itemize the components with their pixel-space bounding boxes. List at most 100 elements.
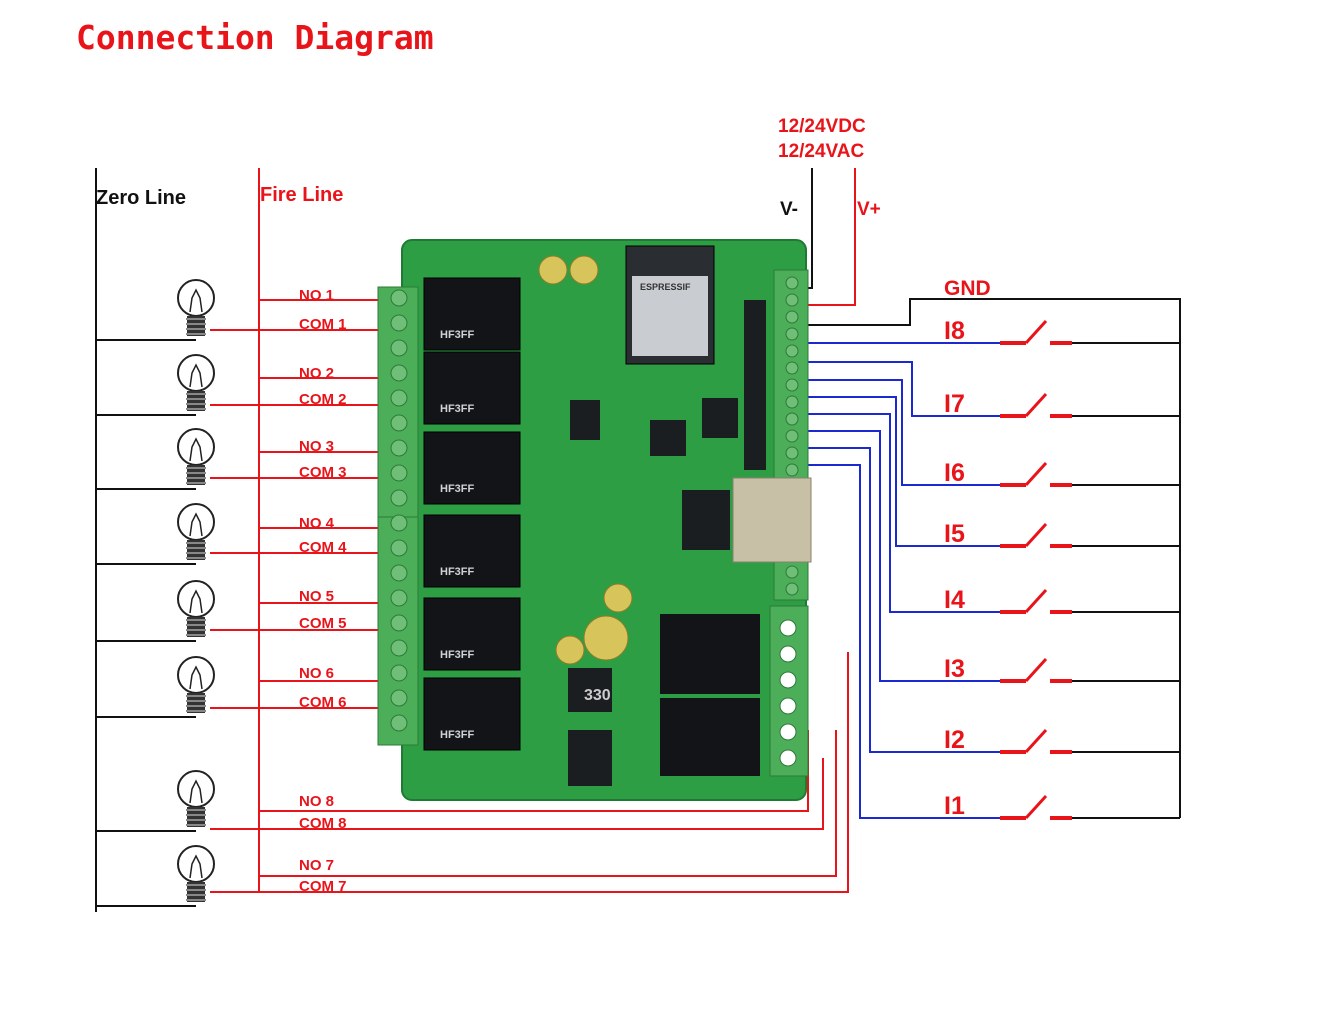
relay-no-label: NO 3 xyxy=(299,438,334,455)
ic-chip xyxy=(682,490,730,550)
esp-shield xyxy=(632,276,708,356)
ethernet-jack xyxy=(732,477,812,563)
bulb-filament xyxy=(189,437,203,462)
terminal-screw xyxy=(779,671,797,689)
bulb-glass xyxy=(177,503,215,541)
bulb-filament xyxy=(189,363,203,388)
input-wire xyxy=(808,447,1000,753)
bulb-thread xyxy=(186,819,206,821)
terminal-screw xyxy=(785,429,799,443)
input-label: I8 xyxy=(944,317,965,345)
terminal-screw xyxy=(390,589,408,607)
input-wire xyxy=(808,361,1000,417)
switch-blade xyxy=(1024,794,1048,820)
capacitor xyxy=(538,255,568,285)
bulb-filament xyxy=(189,288,203,313)
relay-model-label: HF3FF xyxy=(440,483,475,495)
bulb-thread xyxy=(186,705,206,707)
bulb-base xyxy=(187,617,205,637)
bulb-thread xyxy=(186,467,206,469)
bulb-icon xyxy=(177,656,215,713)
relay-com-label: COM 7 xyxy=(299,878,347,895)
no-wire xyxy=(259,730,837,877)
bulb-thread xyxy=(186,398,206,400)
bulb-thread xyxy=(186,700,206,702)
bulb-glass xyxy=(177,580,215,618)
bulb-thread xyxy=(186,552,206,554)
bulb-thread xyxy=(186,824,206,826)
relay-model-label: HF3FF xyxy=(440,566,475,578)
ic-chip xyxy=(570,400,600,440)
input-wire xyxy=(808,396,1000,547)
bulb-thread xyxy=(186,542,206,544)
com-wire xyxy=(210,652,849,893)
capacitor xyxy=(569,255,599,285)
bulb-base xyxy=(187,807,205,827)
bulb-filament xyxy=(189,779,203,804)
switch-blade xyxy=(1024,522,1048,548)
input-label: I3 xyxy=(944,655,965,683)
switch-blade xyxy=(1024,461,1048,487)
com-wire xyxy=(210,758,824,830)
relay-no-label: NO 2 xyxy=(299,365,334,382)
terminal-screw xyxy=(785,293,799,307)
diagram-title: Connection Diagram xyxy=(76,18,434,57)
relay-module xyxy=(423,677,521,751)
bulb-thread xyxy=(186,809,206,811)
relay-model-label: HF3FF xyxy=(440,329,475,341)
bulb-thread xyxy=(186,403,206,405)
bulb-thread xyxy=(186,619,206,621)
bulb-thread xyxy=(186,899,206,901)
switch-blade xyxy=(1024,319,1048,345)
relay-no-label: NO 8 xyxy=(299,793,334,810)
bulb-filament xyxy=(189,854,203,879)
bulb-icon xyxy=(177,580,215,637)
bulb-thread xyxy=(186,408,206,410)
input-label: I2 xyxy=(944,726,965,754)
bulb-base xyxy=(187,391,205,411)
bulb-thread xyxy=(186,695,206,697)
inductor-label: 330 xyxy=(584,687,611,704)
gnd-wire xyxy=(808,298,1181,818)
bulb-filament xyxy=(189,589,203,614)
zero-line-label: Zero Line xyxy=(96,187,186,209)
relay-com-label: COM 3 xyxy=(299,464,347,481)
v-minus-label: V- xyxy=(780,199,798,220)
bulb-icon xyxy=(177,503,215,560)
bulb-thread xyxy=(186,634,206,636)
input-label: I7 xyxy=(944,390,965,418)
v-plus-label: V+ xyxy=(857,199,881,220)
bulb-thread xyxy=(186,710,206,712)
relay-board: HF3FFHF3FFHF3FFHF3FFHF3FFHF3FFESPRESSIF3… xyxy=(377,239,812,801)
bulb-base xyxy=(187,465,205,485)
terminal-screw xyxy=(779,645,797,663)
terminal-screw xyxy=(785,276,799,290)
power-ac-label: 12/24VAC xyxy=(778,141,865,162)
bulb-thread xyxy=(186,333,206,335)
relay-com-label: COM 2 xyxy=(299,391,347,408)
bulb-icon xyxy=(177,845,215,902)
bulb-filament xyxy=(189,512,203,537)
bulb-thread xyxy=(186,323,206,325)
switch-blade xyxy=(1024,657,1048,683)
bulb-thread xyxy=(186,482,206,484)
bulb-icon xyxy=(177,354,215,411)
power-dc-label: 12/24VDC xyxy=(778,116,866,137)
input-switches xyxy=(1000,319,1072,820)
terminal-screw xyxy=(390,439,408,457)
ic-chip xyxy=(650,420,686,456)
bulb-icon xyxy=(177,428,215,485)
relay-com-label: COM 5 xyxy=(299,615,347,632)
inductor xyxy=(568,668,612,712)
input-wire xyxy=(808,379,1000,486)
terminal-screw xyxy=(785,310,799,324)
bulb-thread xyxy=(186,629,206,631)
bulb-thread xyxy=(186,393,206,395)
bulb-glass xyxy=(177,770,215,808)
terminal-screw xyxy=(785,565,799,579)
relay-com-label: COM 4 xyxy=(299,539,347,556)
terminal-screw xyxy=(779,749,797,767)
terminal-screw xyxy=(390,639,408,657)
bulb-thread xyxy=(186,889,206,891)
bulb-base xyxy=(187,882,205,902)
